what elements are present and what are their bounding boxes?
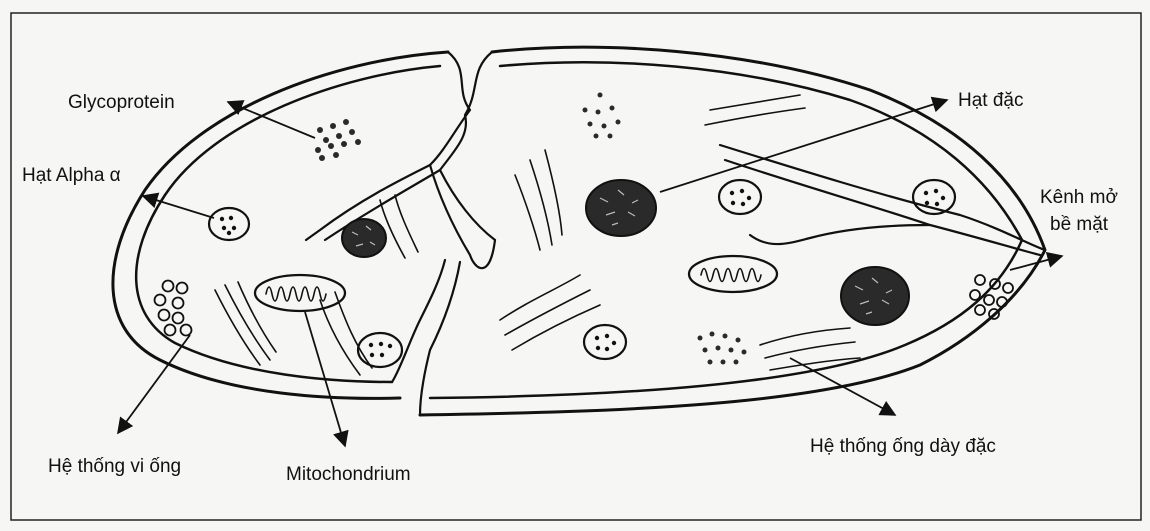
label-dense-granule: Hạt đặc bbox=[958, 90, 1023, 112]
dense-granule bbox=[342, 219, 386, 257]
label-dense-tubular-system: Hệ thống ống dày đặc bbox=[810, 436, 996, 458]
alpha-granule bbox=[358, 333, 402, 367]
arrow-glycoprotein bbox=[228, 102, 315, 138]
alpha-granules bbox=[209, 180, 955, 367]
ring-cluster-right bbox=[970, 275, 1013, 319]
label-alpha-granule: Hạt Alpha α bbox=[22, 165, 121, 187]
label-microtubule-system: Hệ thống vi ống bbox=[48, 456, 181, 478]
dot-cluster-upper bbox=[583, 93, 621, 139]
label-open-canalicular-2: bề mặt bbox=[1050, 214, 1108, 236]
dense-granule bbox=[841, 267, 909, 325]
arrow-dense-tubular-system bbox=[790, 358, 895, 415]
open-canalicular-system bbox=[306, 52, 1045, 415]
dense-granule bbox=[586, 180, 656, 236]
cell-membrane bbox=[113, 47, 1045, 415]
label-open-canalicular-1: Kênh mở bbox=[1040, 187, 1118, 209]
mitochondrion bbox=[255, 275, 345, 311]
label-mitochondrion: Mitochondrium bbox=[286, 464, 411, 486]
arrow-microtubule-system bbox=[118, 335, 190, 433]
glycoprotein-cluster bbox=[315, 119, 361, 161]
label-glycoprotein: Glycoprotein bbox=[68, 92, 175, 114]
ring-cluster-left bbox=[155, 281, 192, 336]
mitochondrion bbox=[689, 256, 777, 292]
dot-cluster-lower bbox=[698, 332, 747, 365]
alpha-granule bbox=[209, 208, 249, 240]
alpha-granule bbox=[584, 325, 626, 359]
arrow-dense-granule bbox=[660, 100, 947, 192]
alpha-granule bbox=[719, 180, 761, 214]
